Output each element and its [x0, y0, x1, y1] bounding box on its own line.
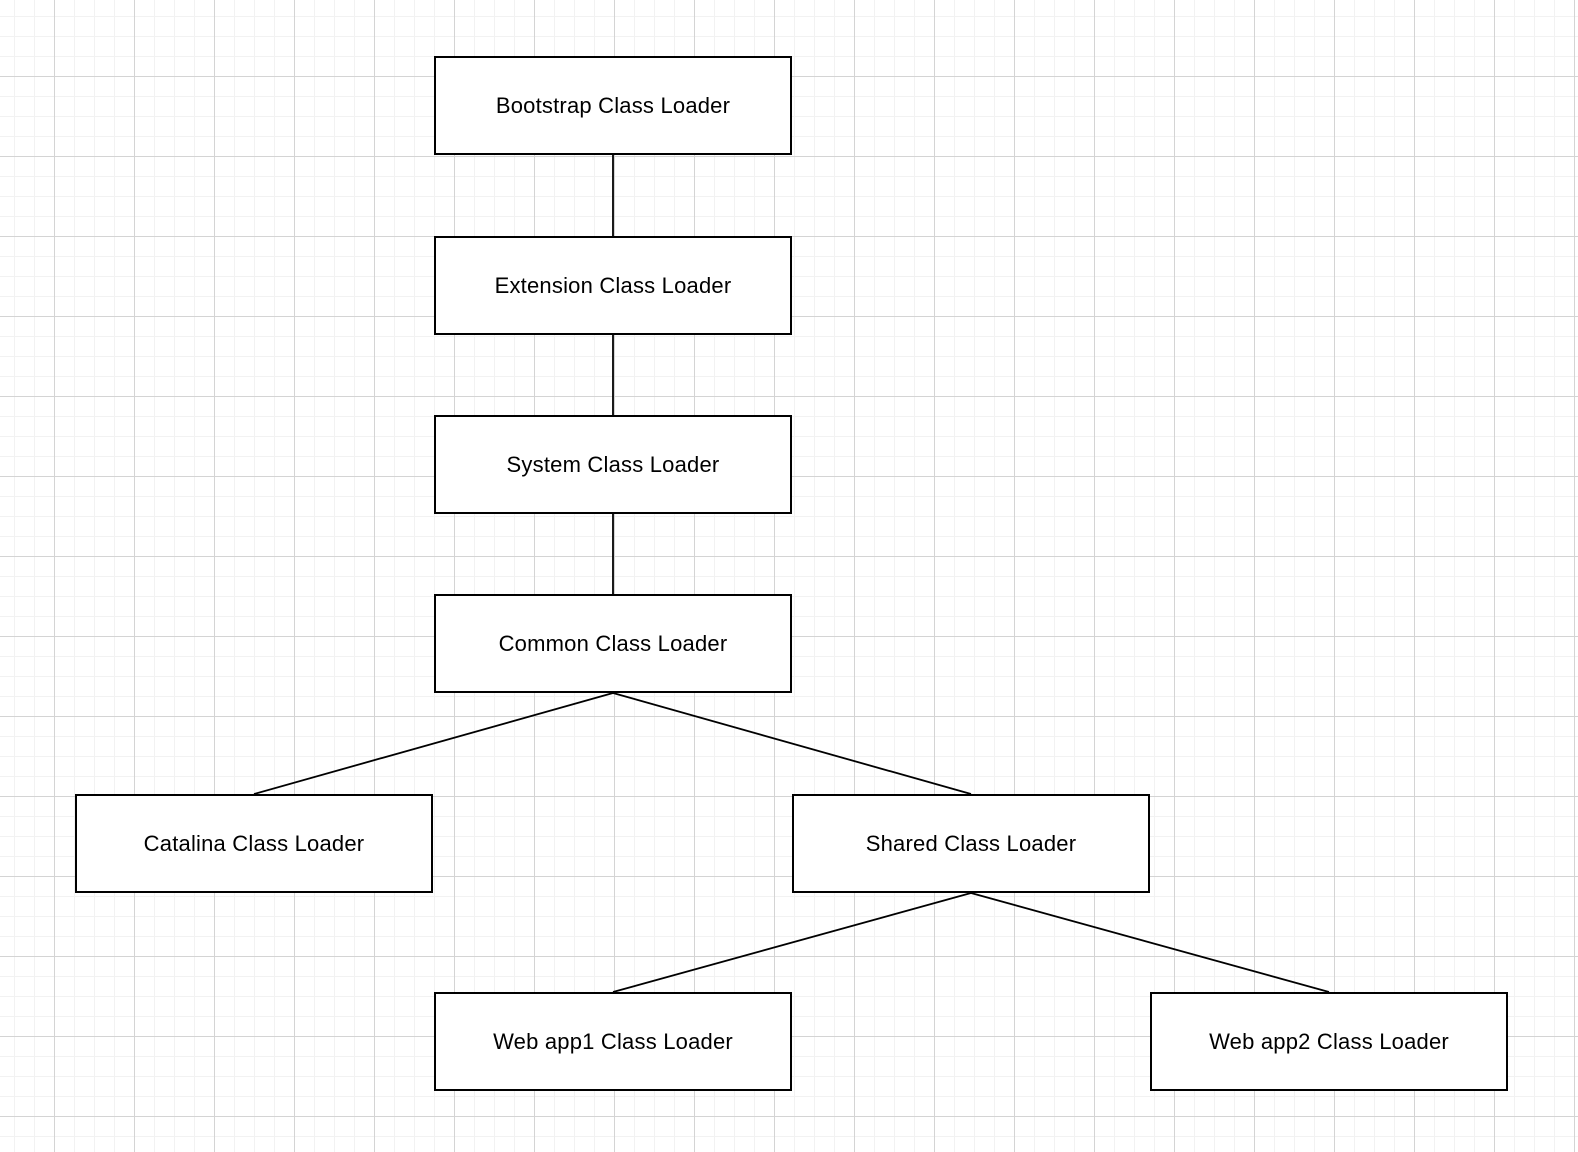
edge-shared-webapp2[interactable]: [970, 892, 1330, 993]
node-catalina-class-loader[interactable]: Catalina Class Loader: [75, 794, 433, 893]
node-extension-class-loader[interactable]: Extension Class Loader: [434, 236, 792, 335]
node-label: Shared Class Loader: [865, 830, 1077, 856]
edge-shared-webapp1[interactable]: [612, 892, 972, 993]
node-shared-class-loader[interactable]: Shared Class Loader: [792, 794, 1150, 893]
node-label: Catalina Class Loader: [143, 830, 365, 856]
node-web-app1-class-loader[interactable]: Web app1 Class Loader: [434, 992, 792, 1091]
node-label: Extension Class Loader: [494, 272, 732, 298]
node-label: Bootstrap Class Loader: [495, 92, 731, 118]
node-label: Common Class Loader: [498, 630, 728, 656]
edge-common-catalina[interactable]: [253, 692, 614, 795]
node-common-class-loader[interactable]: Common Class Loader: [434, 594, 792, 693]
node-label: Web app1 Class Loader: [493, 1028, 733, 1054]
node-system-class-loader[interactable]: System Class Loader: [434, 415, 792, 514]
node-label: System Class Loader: [506, 451, 720, 477]
node-bootstrap-class-loader[interactable]: Bootstrap Class Loader: [434, 56, 792, 155]
node-web-app2-class-loader[interactable]: Web app2 Class Loader: [1150, 992, 1508, 1091]
node-label: Web app2 Class Loader: [1209, 1028, 1449, 1054]
edge-common-shared[interactable]: [612, 692, 972, 795]
